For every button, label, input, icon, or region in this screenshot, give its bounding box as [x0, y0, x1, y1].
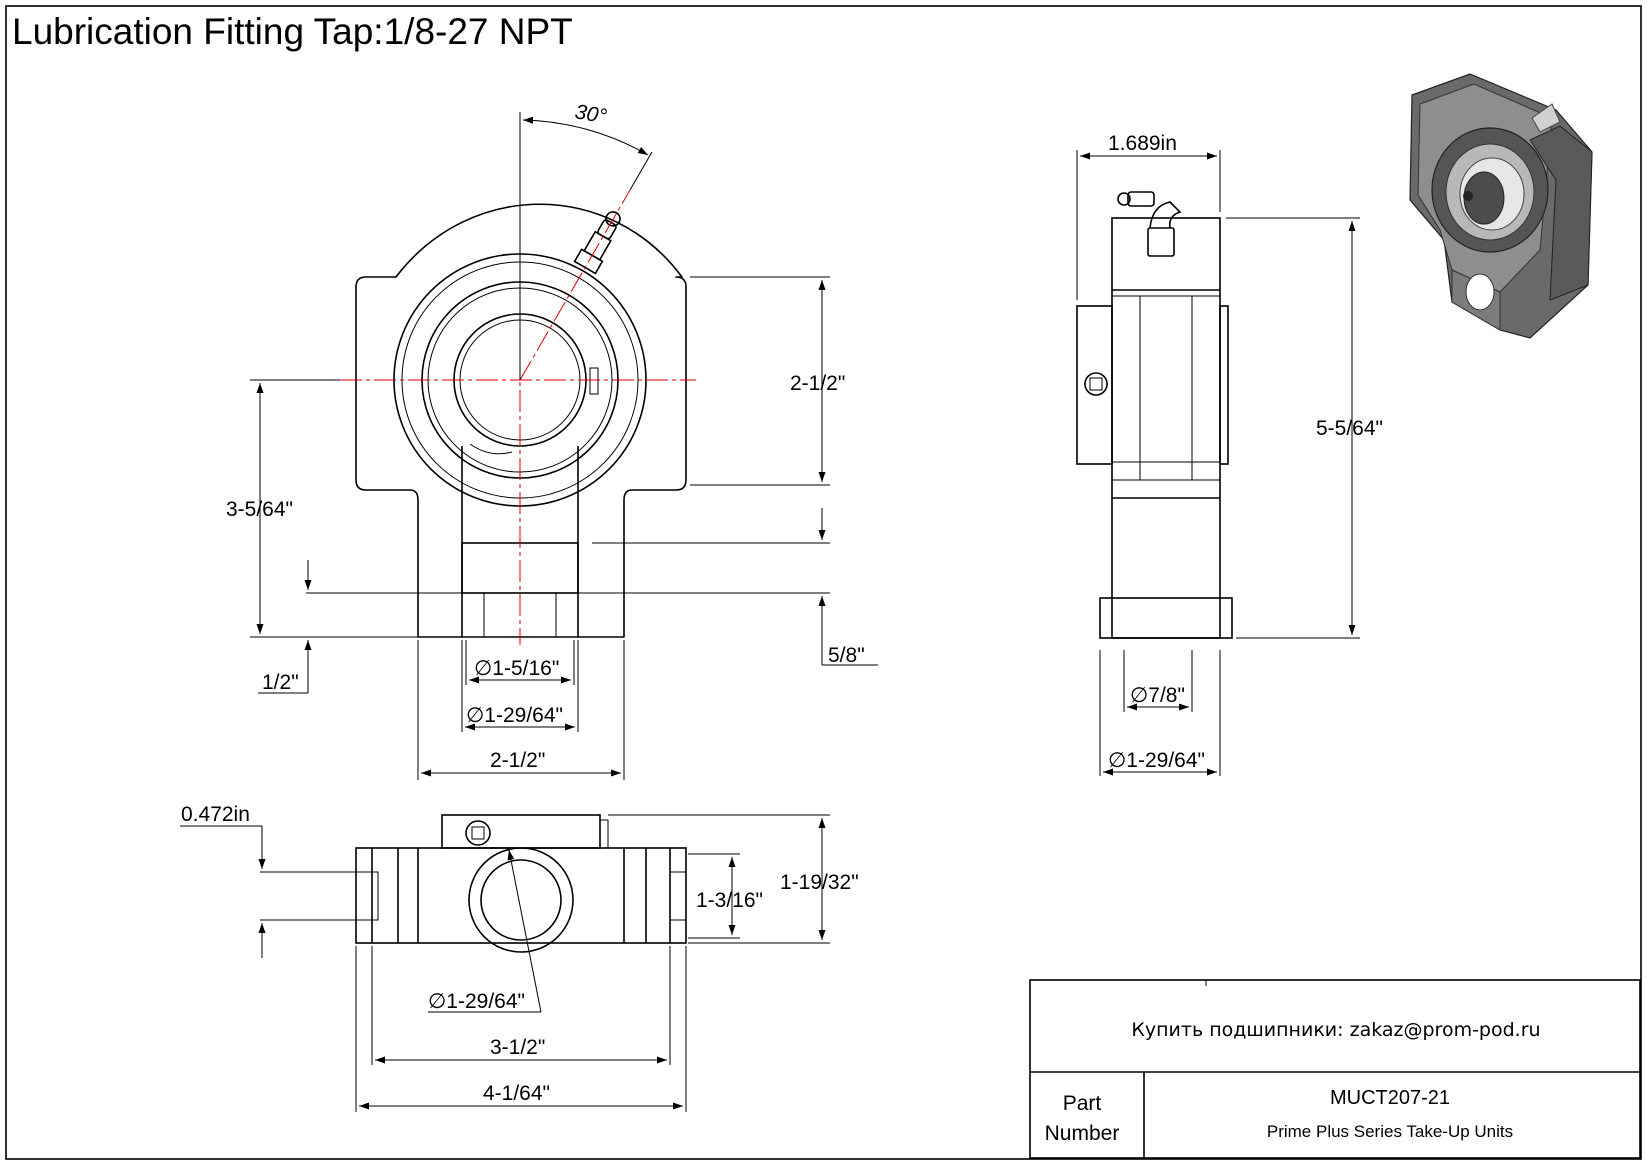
contact-text: Купить подшипники: zakaz@prom-pod.ru	[1131, 1019, 1540, 1041]
part-label-line2: Number	[1045, 1122, 1120, 1145]
dim-bore-large: ∅1-29/64"	[466, 704, 563, 727]
dim-bottom-bore: ∅1-29/64"	[428, 990, 525, 1013]
side-view: 1.689in 5-5/64" ∅7/8" ∅1-29/64"	[1076, 132, 1383, 776]
drawing-title: Lubrication Fitting Tap:1/8-27 NPT	[12, 11, 573, 52]
dim-bore-small: ∅1-5/16"	[474, 657, 559, 680]
dim-front-base-width: 2-1/2"	[490, 749, 545, 772]
dim-bottom-thickness: 0.472in	[181, 803, 250, 826]
dim-front-2-1-2-right: 2-1/2"	[790, 372, 845, 395]
dim-side-width: 1.689in	[1108, 132, 1177, 155]
title-block: Купить подшипники: zakaz@prom-pod.ru Par…	[1029, 979, 1641, 1159]
dim-bottom-outer: 1-19/32"	[780, 871, 859, 894]
iso-view	[1409, 73, 1593, 339]
part-number: MUCT207-21	[1330, 1087, 1450, 1109]
dim-bottom-width-inner: 3-1/2"	[490, 1036, 545, 1059]
dim-side-bore-small: ∅7/8"	[1130, 684, 1185, 707]
front-view: 30° 2-1/2" 3-5/64" 1/2" 5/8" ∅1-5/16" ∅1	[226, 100, 878, 780]
dim-bottom-inner: 1-3/16"	[696, 889, 763, 912]
bottom-view: 0.472in 1-3/16" 1-19/32" ∅1-29/64" 3-1/2…	[180, 803, 859, 1112]
part-description: Prime Plus Series Take-Up Units	[1267, 1122, 1513, 1141]
dim-front-height: 3-5/64"	[226, 498, 293, 521]
part-label-line1: Part	[1063, 1092, 1102, 1115]
dim-bottom-width-outer: 4-1/64"	[483, 1082, 550, 1105]
sheet-border	[5, 5, 1642, 1160]
dim-slot-offset: 5/8"	[828, 644, 865, 667]
dim-side-height: 5-5/64"	[1316, 417, 1383, 440]
dim-base-offset: 1/2"	[262, 671, 299, 694]
dim-side-bore-large: ∅1-29/64"	[1108, 749, 1205, 772]
angle-label: 30°	[573, 100, 608, 128]
